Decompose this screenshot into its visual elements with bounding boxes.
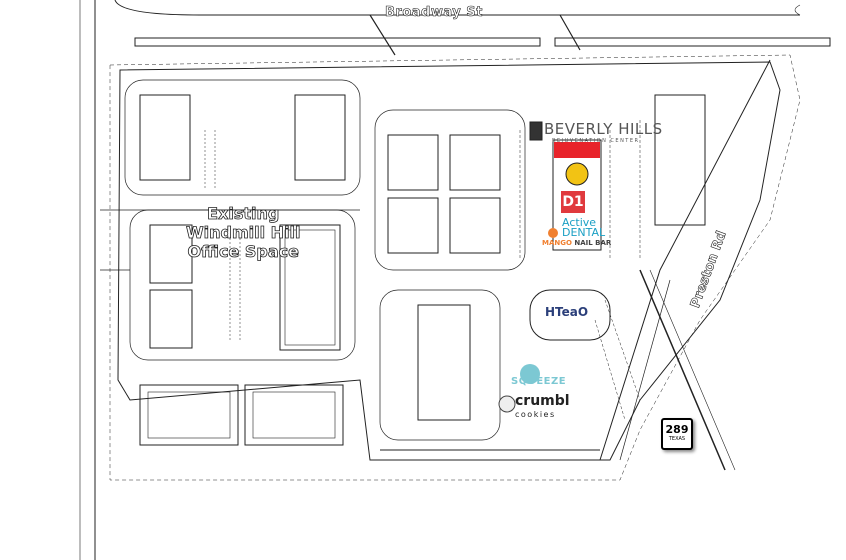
tenant-active-dental: Active DENTAL <box>562 216 606 239</box>
building <box>139 94 191 181</box>
highway-shield-289: 289 TEXAS <box>661 418 693 450</box>
broadway-road-edge <box>114 0 800 16</box>
tenant-htea: HTeaO <box>545 305 589 319</box>
tenant-badge-logo <box>565 162 589 186</box>
building <box>387 134 439 191</box>
squeeze-logo-icon <box>520 364 540 384</box>
tenant-brand: MANGO <box>542 239 572 247</box>
building <box>449 197 501 254</box>
tenant-name: BEVERLY HILLS <box>544 120 663 138</box>
tenant-mango-nail-bar: MANGO NAIL BAR <box>542 239 611 247</box>
tenant-subtitle: REJUVENATION CENTER <box>552 138 640 144</box>
building <box>294 94 346 181</box>
label-line: Windmill Hill <box>186 223 301 243</box>
building <box>654 94 706 226</box>
label-line: Office Space <box>187 242 299 262</box>
building <box>449 134 501 191</box>
tenant-name: DENTAL <box>562 226 606 239</box>
broadway-median <box>134 37 541 47</box>
building <box>244 384 344 446</box>
tenant-red-logo <box>554 142 600 158</box>
tenant-subtitle: cookies <box>515 410 556 419</box>
tenant-name: crumbl <box>515 393 570 409</box>
building <box>139 384 239 446</box>
existing-office-label: Existing Windmill Hill Office Space <box>186 204 301 262</box>
tenant-name: Active <box>562 216 597 229</box>
tenant-crumbl: crumbl cookies <box>515 393 570 421</box>
crumbl-chef-icon <box>498 395 516 413</box>
tenant-beverly-hills: BEVERLY HILLS REJUVENATION CENTER <box>530 120 663 144</box>
mango-icon <box>548 228 558 238</box>
label-line: Existing <box>207 204 280 224</box>
shield-number: 289 <box>665 423 689 436</box>
road-label-broadway: Broadway St <box>385 5 483 21</box>
building <box>149 224 193 284</box>
beverly-hills-logo-icon <box>529 121 543 141</box>
broadway-median <box>554 37 831 47</box>
tenant-squeeze: SQUEEZE <box>511 376 567 387</box>
building <box>417 304 471 421</box>
building <box>387 197 439 254</box>
tenant-d1: D1 <box>561 191 585 213</box>
building <box>149 289 193 349</box>
retail-building <box>552 139 602 251</box>
building <box>279 224 341 351</box>
tenant-name: NAIL BAR <box>571 239 612 247</box>
shield-state: TEXAS <box>668 436 686 442</box>
site-boundary <box>117 61 781 461</box>
